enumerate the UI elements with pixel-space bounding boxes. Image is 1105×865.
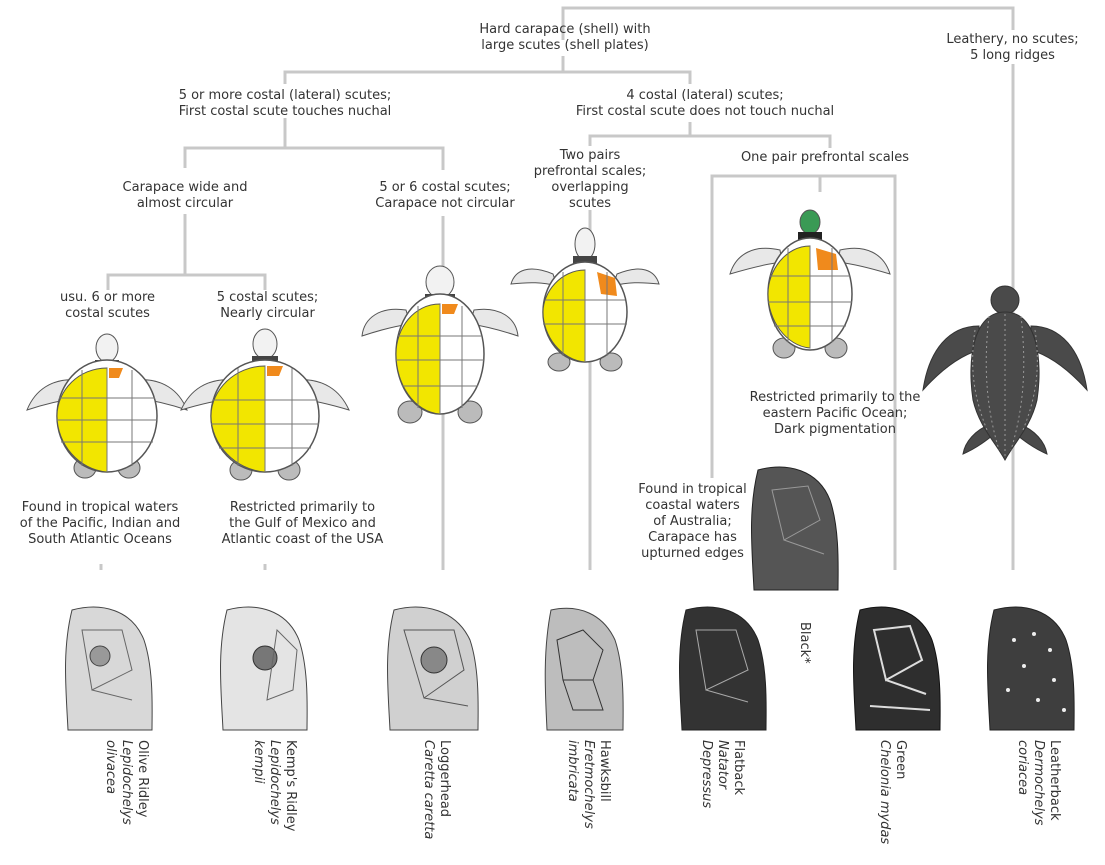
hawksbill-sci-genus: Eretmochelys bbox=[580, 740, 596, 829]
loggerhead-common-name: Loggerhead bbox=[436, 740, 452, 839]
olive-ridley-sci-genus: Lepidochelys bbox=[118, 740, 134, 825]
loggerhead-head bbox=[388, 607, 479, 730]
hawksbill-head bbox=[545, 608, 623, 730]
kemps-ridley-common-name: Kemp's Ridley bbox=[282, 740, 298, 831]
leatherback-sci-genus: Dermochelys bbox=[1030, 740, 1046, 825]
black-turtle-common-name: Black* bbox=[796, 622, 812, 664]
olive-ridley-common-name: Olive Ridley bbox=[134, 740, 150, 825]
green-head bbox=[854, 607, 941, 730]
loggerhead-name: Loggerhead Caretta caretta bbox=[420, 740, 452, 839]
hawksbill-sci-species: imbricata bbox=[564, 740, 580, 829]
leatherback-name: Leatherback Dermochelys coriacea bbox=[1014, 740, 1062, 825]
flatback-name: Flatback Natator Depressus bbox=[698, 740, 746, 808]
flatback-common-name: Flatback bbox=[730, 740, 746, 808]
leatherback-head bbox=[988, 607, 1075, 730]
black-turtle-head bbox=[752, 467, 839, 590]
flatback-sci-genus: Natator bbox=[714, 740, 730, 808]
kemps-ridley-head bbox=[221, 607, 308, 730]
kemps-ridley-sci-species: kempii bbox=[250, 740, 266, 831]
olive-ridley-sci-species: olivacea bbox=[102, 740, 118, 825]
leatherback-sci-species: coriacea bbox=[1014, 740, 1030, 825]
kemps-ridley-name: Kemp's Ridley Lepidochelys kempii bbox=[250, 740, 298, 831]
flatback-sci-species: Depressus bbox=[698, 740, 714, 808]
green-name: Green Chelonia mydas bbox=[876, 740, 908, 844]
kemps-ridley-sci-genus: Lepidochelys bbox=[266, 740, 282, 831]
green-sci-name: Chelonia mydas bbox=[876, 740, 892, 844]
hawksbill-name: Hawksbill Eretmochelys imbricata bbox=[564, 740, 612, 829]
olive-ridley-name: Olive Ridley Lepidochelys olivacea bbox=[102, 740, 150, 825]
loggerhead-sci-name: Caretta caretta bbox=[420, 740, 436, 839]
green-common-name: Green bbox=[892, 740, 908, 844]
black-turtle-name: Black* bbox=[796, 622, 812, 664]
hawksbill-common-name: Hawksbill bbox=[596, 740, 612, 829]
flatback-head bbox=[680, 607, 767, 730]
leatherback-common-name: Leatherback bbox=[1046, 740, 1062, 825]
olive-ridley-head bbox=[66, 607, 153, 730]
